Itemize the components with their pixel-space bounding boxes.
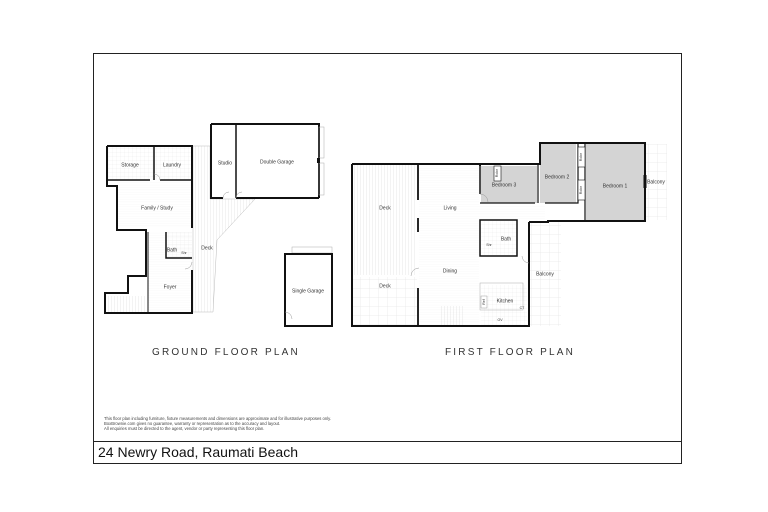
room-label-single-garage: Single Garage (292, 288, 324, 294)
room-label-kitchen: Kitchen (497, 298, 514, 304)
room-label-deck-lower: Deck (379, 283, 391, 289)
room-label-bedroom-2: Bedroom 2 (545, 174, 570, 180)
room-label-dining: Dining (443, 268, 457, 274)
appliance-label-fridge: Ref (482, 299, 486, 304)
room-label-double-garage: Double Garage (260, 159, 294, 165)
room-label-laundry: Laundry (163, 162, 182, 168)
room-label-robe-bed3: Robe (495, 169, 499, 177)
room-label-bath-first: Bath (501, 236, 512, 242)
room-label-foyer: Foyer (164, 284, 177, 290)
ground-floor-plan: Storage Laundry Family / Study Bath Shr … (104, 123, 333, 327)
first-floor-title: FIRST FLOOR PLAN (445, 347, 576, 358)
room-label-robe-bed1: Robe (579, 153, 583, 161)
room-label-shower-first: Shr (486, 243, 492, 247)
room-label-balcony-main: Balcony (536, 271, 554, 277)
room-label-bedroom-3: Bedroom 3 (492, 182, 517, 188)
property-address: 24 Newry Road, Raumati Beach (98, 444, 298, 460)
first-floor-plan: Deck Deck Living Dining Kitchen Bath Shr… (351, 142, 667, 327)
room-label-balcony-bed1: Balcony (647, 179, 665, 185)
room-label-shower-ground: Shr (181, 251, 187, 255)
disclaimer-line: BoxBrownie.com gives no guarantee, warra… (104, 421, 281, 427)
room-label-robe-bed2: Robe (579, 186, 583, 194)
room-label-bath-ground: Bath (167, 247, 178, 253)
ground-floor-title: GROUND FLOOR PLAN (152, 347, 300, 358)
room-label-living: Living (443, 205, 456, 211)
appliance-label-oven: OV (497, 318, 503, 322)
room-label-studio: Studio (218, 160, 232, 166)
room-label-storage: Storage (121, 162, 139, 168)
disclaimer: This floor plan including furniture, fix… (104, 416, 331, 432)
room-label-family-study: Family / Study (141, 205, 173, 211)
plan-frame (93, 53, 682, 464)
disclaimer-line: All enquiries must be directed to the ag… (104, 426, 265, 432)
disclaimer-line: This floor plan including furniture, fix… (104, 416, 332, 421)
room-label-deck-upper: Deck (379, 205, 391, 211)
room-label-bedroom-1: Bedroom 1 (603, 183, 628, 189)
footer-divider (93, 441, 682, 442)
room-label-deck-ground: Deck (201, 245, 213, 251)
appliance-label-cooktop: CT (520, 306, 526, 310)
